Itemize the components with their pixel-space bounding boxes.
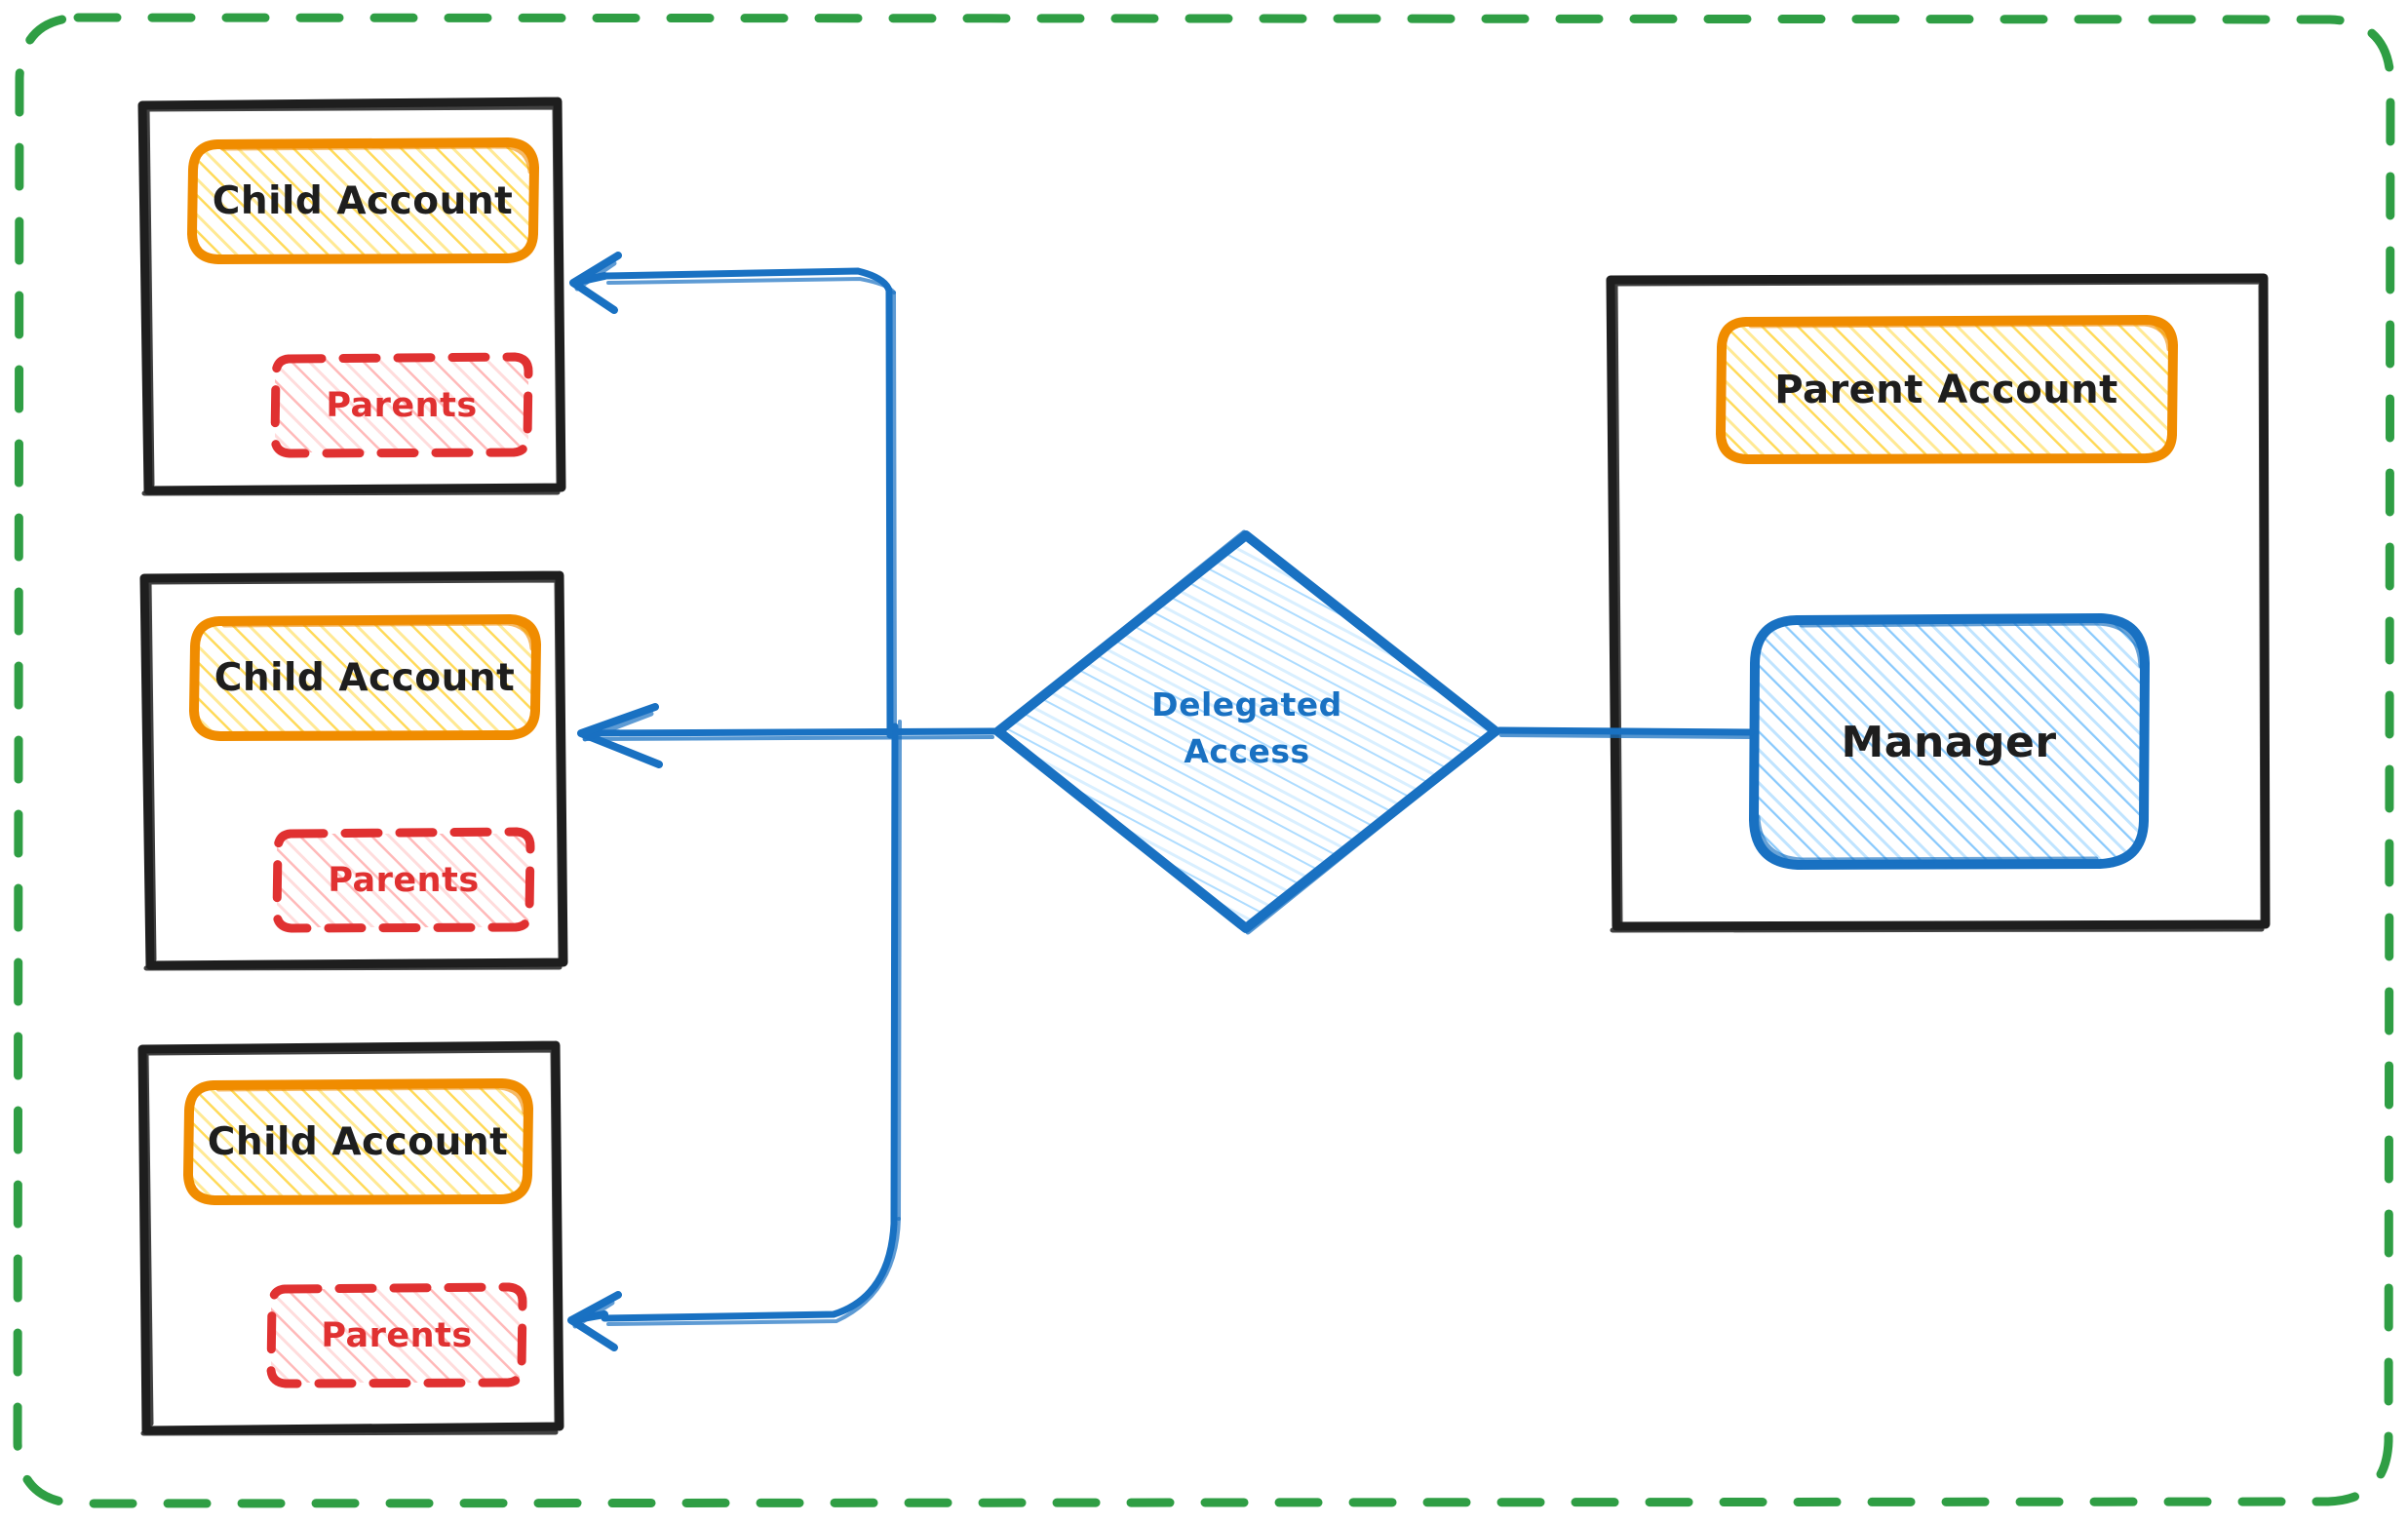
child-account-box-2[interactable] — [189, 614, 541, 741]
delegated-access-to-child-1-arrow — [569, 252, 896, 314]
parents-box-2[interactable] — [272, 827, 535, 933]
child-account-box-1[interactable] — [187, 137, 539, 264]
parent-account-box[interactable] — [1716, 315, 2178, 464]
child-account-container-2[interactable] — [139, 570, 568, 971]
child-account-container-1[interactable] — [137, 97, 566, 496]
manager-to-delegated-access-connector — [1495, 726, 1755, 739]
delegated-access-diamond[interactable] — [993, 529, 1500, 935]
parent-account-container[interactable] — [1606, 273, 2271, 933]
parents-box-1[interactable] — [270, 352, 533, 458]
manager-box[interactable] — [1749, 613, 2150, 870]
child-account-box-3[interactable] — [183, 1078, 533, 1205]
organization-boundary — [13, 13, 2395, 1508]
delegated-access-branch-trunk — [885, 287, 902, 1228]
child-account-container-3[interactable] — [137, 1040, 564, 1436]
delegated-access-to-child-2-arrow — [577, 703, 998, 768]
parents-box-3[interactable] — [266, 1282, 527, 1388]
delegated-access-to-child-3-arrow — [567, 1217, 901, 1351]
